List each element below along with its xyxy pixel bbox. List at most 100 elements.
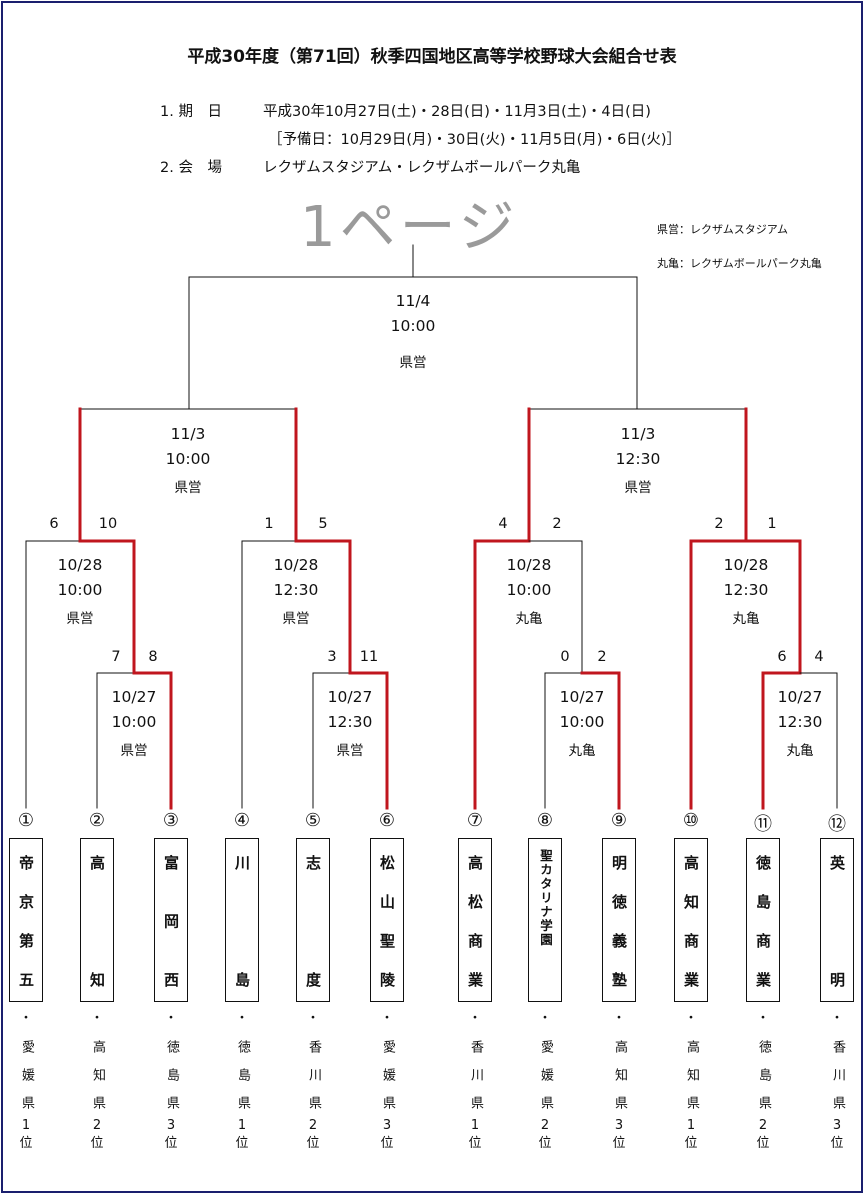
score-left: 3 <box>327 649 337 665</box>
separator-dot: ・ <box>19 1011 33 1026</box>
team-name-box-6: 松山聖陵 <box>370 838 404 1002</box>
team-rank-suffix: 位 <box>468 1136 482 1151</box>
separator-dot: ・ <box>235 1011 249 1026</box>
score-right: 10 <box>98 516 118 532</box>
team-name-box-11: 徳島商業 <box>746 838 780 1002</box>
team-name-box-2: 高知 <box>80 838 114 1002</box>
team-number: ⑤ <box>304 810 322 831</box>
team-rank: 1 <box>21 1118 31 1133</box>
round1-game-4-date: 10/27 <box>777 688 823 706</box>
team-number: ② <box>88 810 106 831</box>
round2-game-3-venue: 丸亀 <box>515 611 543 627</box>
semi-2-date: 11/3 <box>620 425 656 443</box>
round2-game-1-date: 10/28 <box>57 556 103 574</box>
round1-game-1-date: 10/27 <box>111 688 157 706</box>
team-number: ⑩ <box>682 810 700 831</box>
reserve-days: ［予備日：10月29日(月)・30日(火)・11月5日(月)・6日(火)］ <box>268 132 682 148</box>
round1-game-3-time: 10:00 <box>559 713 605 731</box>
page-watermark: 1ページ <box>300 195 519 260</box>
team-prefecture: 高知県 <box>612 1040 627 1124</box>
round1-game-3-date: 10/27 <box>559 688 605 706</box>
score-left: 6 <box>777 649 787 665</box>
score-right: 2 <box>552 516 562 532</box>
semi-2-venue: 県営 <box>624 480 652 496</box>
separator-dot: ・ <box>538 1011 552 1026</box>
page-title: 平成30年度（第71回）秋季四国地区高等学校野球大会組合せ表 <box>187 47 677 67</box>
team-rank: 2 <box>308 1118 318 1133</box>
team-rank-suffix: 位 <box>90 1136 104 1151</box>
score-right: 8 <box>148 649 158 665</box>
team-name: 帝京第五 <box>17 855 35 987</box>
team-rank-suffix: 位 <box>235 1136 249 1151</box>
final-venue: 県営 <box>399 355 427 371</box>
semi-2-time: 12:30 <box>615 450 661 468</box>
round2-game-1-venue: 県営 <box>66 611 94 627</box>
team-rank-suffix: 位 <box>538 1136 552 1151</box>
round1-game-4-venue: 丸亀 <box>786 743 814 759</box>
score-right: 2 <box>597 649 607 665</box>
team-name: 富岡西 <box>162 855 180 987</box>
team-prefecture: 香川県 <box>830 1040 845 1124</box>
team-number: ⑨ <box>610 810 628 831</box>
team-prefecture: 愛媛県 <box>538 1040 553 1124</box>
team-prefecture: 徳島県 <box>756 1040 771 1124</box>
team-rank: 1 <box>686 1118 696 1133</box>
team-name-box-8: 聖カタリナ学園 <box>528 838 562 1002</box>
score-left: 4 <box>498 516 508 532</box>
round2-game-2-venue: 県営 <box>282 611 310 627</box>
team-rank: 1 <box>470 1118 480 1133</box>
period-label: 1. 期 日 <box>160 104 222 120</box>
team-name: 聖カタリナ学園 <box>538 849 553 947</box>
team-prefecture: 高知県 <box>684 1040 699 1124</box>
team-prefecture: 香川県 <box>306 1040 321 1124</box>
round1-game-3-venue: 丸亀 <box>568 743 596 759</box>
team-number: ⑪ <box>754 814 772 835</box>
round2-game-1-time: 10:00 <box>57 581 103 599</box>
team-number: ⑥ <box>378 810 396 831</box>
team-name: 高知商業 <box>682 855 700 987</box>
team-prefecture: 徳島県 <box>164 1040 179 1124</box>
team-rank-suffix: 位 <box>830 1136 844 1151</box>
final-date: 11/4 <box>395 292 431 310</box>
separator-dot: ・ <box>380 1011 394 1026</box>
team-name-box-4: 川島 <box>225 838 259 1002</box>
legend-kenei: 県営：レクザムスタジアム <box>657 223 789 236</box>
round2-game-4-date: 10/28 <box>723 556 769 574</box>
team-name-box-10: 高知商業 <box>674 838 708 1002</box>
team-name-box-1: 帝京第五 <box>9 838 43 1002</box>
round1-game-2-date: 10/27 <box>327 688 373 706</box>
team-name: 志度 <box>304 855 322 987</box>
team-name-box-5: 志度 <box>296 838 330 1002</box>
team-name: 英明 <box>828 855 846 987</box>
separator-dot: ・ <box>830 1011 844 1026</box>
score-right: 1 <box>767 516 777 532</box>
team-prefecture: 香川県 <box>468 1040 483 1124</box>
team-rank: 2 <box>758 1118 768 1133</box>
venue-value: レクザムスタジアム・レクザムボールパーク丸亀 <box>263 160 581 176</box>
team-rank: 3 <box>614 1118 624 1133</box>
team-name-box-3: 富岡西 <box>154 838 188 1002</box>
team-name: 松山聖陵 <box>378 855 396 987</box>
round2-game-2-time: 12:30 <box>273 581 319 599</box>
team-name: 高知 <box>88 855 106 987</box>
team-rank: 3 <box>166 1118 176 1133</box>
round2-game-4-venue: 丸亀 <box>732 611 760 627</box>
separator-dot: ・ <box>306 1011 320 1026</box>
team-name: 川島 <box>233 855 251 987</box>
score-right: 11 <box>359 649 379 665</box>
team-rank-suffix: 位 <box>756 1136 770 1151</box>
team-prefecture: 愛媛県 <box>380 1040 395 1124</box>
score-left: 1 <box>264 516 274 532</box>
